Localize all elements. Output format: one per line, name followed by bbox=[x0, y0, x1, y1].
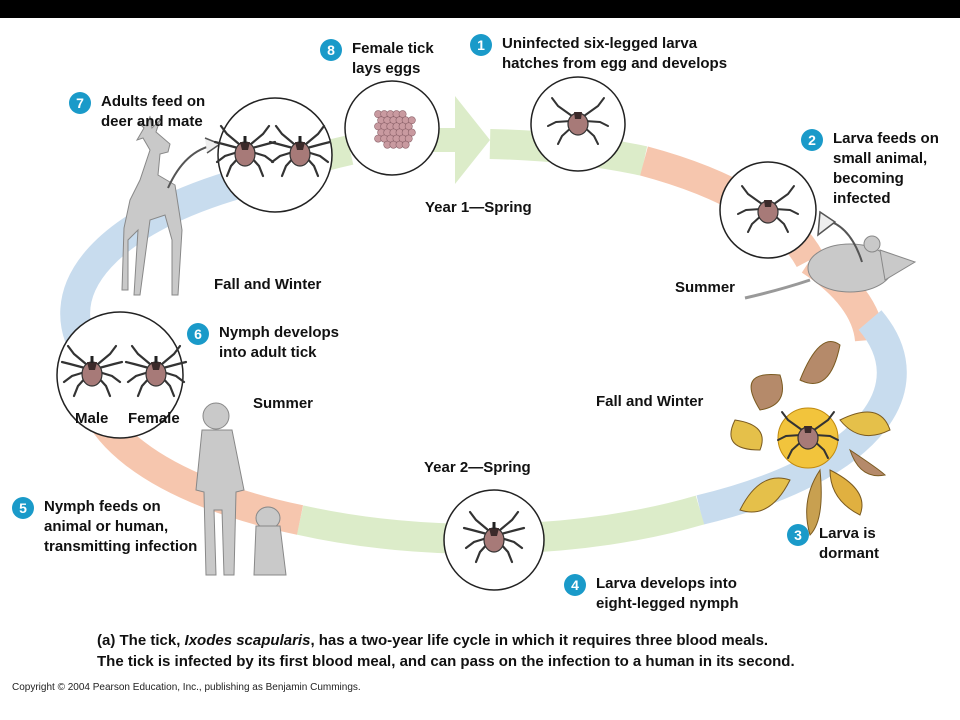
step-3-badge: 3 bbox=[787, 524, 809, 546]
step-8-badge: 8 bbox=[320, 39, 342, 61]
step-8-line-2: lays eggs bbox=[352, 60, 421, 77]
egg bbox=[404, 134, 413, 143]
step-7-line-2: deer and mate bbox=[101, 113, 203, 130]
step-3-line-1: Larva is bbox=[819, 525, 876, 542]
egg bbox=[404, 122, 413, 131]
step-8-line-1: Female tick bbox=[352, 40, 434, 57]
step-7-line-1: Adults feed on bbox=[101, 93, 206, 110]
step-5-line-2: animal or human, bbox=[44, 518, 169, 535]
circle-nymph bbox=[443, 489, 545, 591]
step-2-line-4: infected bbox=[833, 190, 891, 207]
top-bar bbox=[0, 0, 960, 18]
step-1-line-1: Uninfected six-legged larva bbox=[502, 35, 698, 52]
step-5-line-1: Nymph feeds on bbox=[44, 498, 161, 515]
circle-larva bbox=[530, 76, 626, 172]
caption-species: Ixodes scapularis bbox=[184, 632, 311, 649]
leaves bbox=[730, 341, 891, 536]
step-7-badge: 7 bbox=[69, 92, 91, 114]
step-2-line-2: small animal, bbox=[833, 150, 928, 167]
egg bbox=[401, 140, 410, 149]
step-6-line-1: Nymph develops bbox=[219, 324, 340, 341]
egg bbox=[407, 116, 416, 125]
deer-silhouette bbox=[121, 115, 183, 296]
season-fall-winter-right: Fall and Winter bbox=[596, 393, 704, 410]
step-5-line-3: transmitting infection bbox=[44, 538, 198, 555]
circle-larva-feeding bbox=[719, 161, 817, 259]
caption-line-2: The tick is infected by its first blood … bbox=[97, 653, 795, 670]
caption-prefix: (a) bbox=[97, 632, 116, 649]
step-3-line-2: dormant bbox=[819, 545, 879, 562]
season-year2-spring: Year 2—Spring bbox=[424, 459, 531, 476]
boy-silhouette bbox=[195, 402, 245, 576]
step-2-line-1: Larva feeds on bbox=[833, 130, 939, 147]
step-2-badge: 2 bbox=[801, 129, 823, 151]
caption-line-1-before: The tick, bbox=[115, 632, 185, 649]
egg bbox=[398, 110, 407, 119]
caption-line-1: (a) The tick, Ixodes scapularis, has a t… bbox=[97, 630, 795, 651]
mouse-silhouette bbox=[744, 235, 917, 300]
step-5-badge: 5 bbox=[12, 497, 34, 519]
label-male: Male bbox=[75, 410, 109, 427]
step-4-line-1: Larva develops into bbox=[596, 575, 737, 592]
figure-caption: (a) The tick, Ixodes scapularis, has a t… bbox=[97, 630, 795, 672]
copyright: Copyright © 2004 Pearson Education, Inc.… bbox=[12, 682, 361, 693]
egg bbox=[407, 128, 416, 137]
circle-adults-mating bbox=[213, 97, 333, 213]
caption-line-1-after: , has a two-year life cycle in which it … bbox=[310, 632, 769, 649]
step-2-line-3: becoming bbox=[833, 170, 904, 187]
step-6-badge: 6 bbox=[187, 323, 209, 345]
circle-eggs bbox=[344, 80, 440, 176]
dog-silhouette bbox=[253, 506, 287, 576]
step-1-badge: 1 bbox=[470, 34, 492, 56]
season-fall-winter-left: Fall and Winter bbox=[214, 276, 322, 293]
season-summer-left: Summer bbox=[253, 395, 314, 412]
circle-adults bbox=[56, 311, 188, 439]
step-1-line-2: hatches from egg and develops bbox=[502, 55, 728, 72]
step-4-line-2: eight-legged nymph bbox=[596, 595, 739, 612]
season-year1-spring: Year 1—Spring bbox=[425, 199, 532, 216]
step-4-badge: 4 bbox=[564, 574, 586, 596]
label-female: Female bbox=[128, 410, 180, 427]
season-summer-right: Summer bbox=[675, 279, 736, 296]
step-6-line-2: into adult tick bbox=[219, 344, 317, 361]
